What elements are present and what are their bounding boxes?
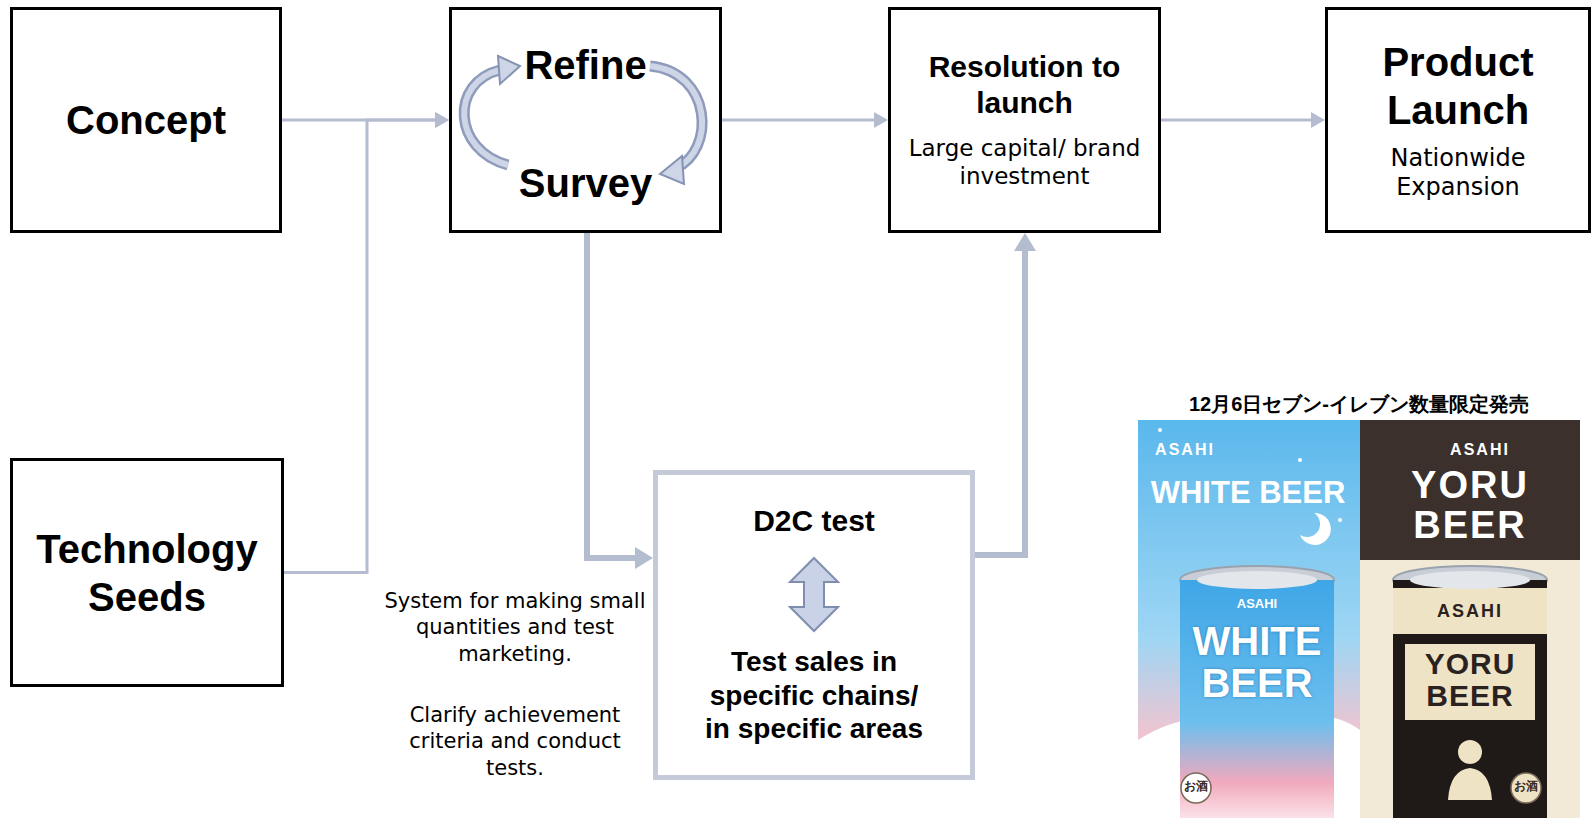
arrow-head <box>1014 233 1036 251</box>
arrow-head <box>1311 112 1325 128</box>
connector-line <box>1161 119 1313 122</box>
launch-box: Product LaunchNationwide Expansion <box>1325 7 1591 233</box>
node-body: Large capital/ brand investment <box>897 135 1152 190</box>
process-box: Concept <box>10 7 282 233</box>
connector <box>284 112 449 573</box>
photo-caption: 12月6日セブン-イレブン数量限定発売 <box>1138 392 1580 417</box>
connector <box>722 112 888 128</box>
test-box: D2C testTest sales in specific chains/ i… <box>653 470 975 780</box>
decision-box: Resolution to launchLarge capital/ brand… <box>888 7 1161 233</box>
node-title: Concept <box>66 96 226 144</box>
arrow-head <box>635 547 653 569</box>
can-brand: ASAHI <box>1410 600 1530 623</box>
arrow-head <box>435 112 449 128</box>
alcohol-mark: お酒 <box>1181 779 1211 794</box>
connector <box>975 233 1036 555</box>
product-name: YORU BEER <box>1400 466 1540 546</box>
note: System for making small quantities and t… <box>384 588 646 667</box>
alcohol-mark: お酒 <box>1511 779 1541 794</box>
process-box: Technology Seeds <box>10 458 284 687</box>
double-arrow <box>790 558 838 631</box>
cycle-box: RefineSurvey <box>449 7 722 233</box>
connector-line <box>975 249 1025 555</box>
connector <box>1161 112 1325 128</box>
arrow-head <box>435 112 449 128</box>
node-body: Test sales in specific chains/ in specif… <box>696 645 932 746</box>
node-title: Resolution to launch <box>897 49 1152 121</box>
connector-line <box>722 119 876 122</box>
node-title: Technology Seeds <box>19 525 275 621</box>
node-body: Nationwide Expansion <box>1334 144 1582 202</box>
product-photo <box>1138 420 1580 818</box>
connector-line <box>587 233 637 558</box>
can-product-name: YORU BEER <box>1410 648 1530 713</box>
node-title: Refine <box>452 41 719 89</box>
connector-line <box>284 120 437 573</box>
brand-name: ASAHI <box>1140 440 1230 460</box>
connector <box>587 233 653 569</box>
brand-name: ASAHI <box>1420 440 1540 460</box>
arrow-head <box>874 112 888 128</box>
note: Clarify achievement criteria and conduct… <box>384 702 646 781</box>
can-brand: ASAHI <box>1197 596 1317 612</box>
node-title: D2C test <box>658 503 970 539</box>
product-name: WHITE BEER <box>1142 474 1354 513</box>
can-product-name: WHITE BEER <box>1187 620 1327 704</box>
node-title: Product Launch <box>1334 38 1582 134</box>
node-body: Survey <box>452 159 719 207</box>
